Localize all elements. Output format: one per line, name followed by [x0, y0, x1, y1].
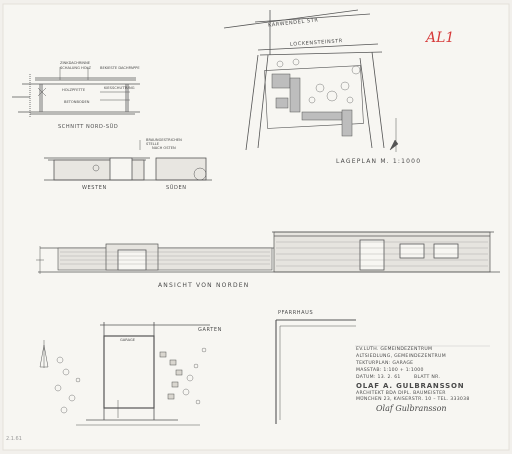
parish-label: PFARRHAUS	[278, 310, 314, 316]
section-label: SCHNITT NORD-SÜD	[58, 124, 119, 130]
section-note-4: HOLZPFETTE	[62, 88, 86, 92]
title-line-2: ALTSIEDLUNG, GEMEINDEZENTRUM	[356, 354, 446, 359]
section-drawing	[12, 67, 140, 118]
pencil-note: 2.1.61	[6, 436, 22, 442]
small-building-elevations	[44, 140, 212, 181]
title-line-8: MÜNCHEN 23, KAISERSTR. 10 – TEL. 333038	[356, 397, 470, 402]
title-line-1: EV.LUTH. GEMEINDEZENTRUM	[356, 347, 433, 352]
west-label: WESTEN	[82, 185, 107, 191]
section-note-6: BETONBODEN	[64, 100, 90, 104]
section-note-5: KIESSCHUTTUNG	[104, 86, 135, 90]
title-line-7: ARCHITEKT BDA DIPL. BAUMEISTER	[356, 391, 446, 396]
garden-label: GARTEN	[198, 327, 222, 333]
small-bldg-note-3: NACH OSTEN	[152, 146, 176, 150]
south-label: SÜDEN	[166, 185, 187, 191]
garage-label: GARAGE	[120, 338, 136, 342]
title-architect: OLAF A. GULBRANSSON	[356, 382, 465, 390]
section-note-3: BEKIESTE DACHPAPPE	[100, 66, 140, 70]
title-line-4: MASSTAB: 1:100 + 1:1000	[356, 368, 424, 373]
archive-stamp: AL1	[426, 30, 455, 46]
shrubs	[54, 347, 207, 414]
floor-plan	[39, 319, 356, 426]
north-elevation	[36, 231, 500, 274]
site-plan	[223, 9, 399, 152]
small-bldg-note-2: STELLE	[146, 142, 160, 146]
elevation-label: ANSICHT VON NORDEN	[158, 282, 250, 289]
site-plan-label: LAGEPLAN M. 1:1000	[336, 158, 422, 165]
signature: Olaf Gulbransson	[376, 404, 447, 413]
stepping-stones	[159, 351, 183, 400]
title-line-3: TEKTURPLAN: GARAGE	[356, 361, 414, 366]
section-note-2: SCHALUNG HOLZ	[60, 66, 92, 70]
small-bldg-note-1: BRAUNGESTRICHEN	[146, 138, 182, 142]
title-line-5: DATUM: 13. 2. 61	[356, 375, 401, 380]
section-note-1: ZINKDACHRINNE	[60, 61, 91, 65]
title-sheet-no: BLATT NR.	[414, 375, 441, 380]
